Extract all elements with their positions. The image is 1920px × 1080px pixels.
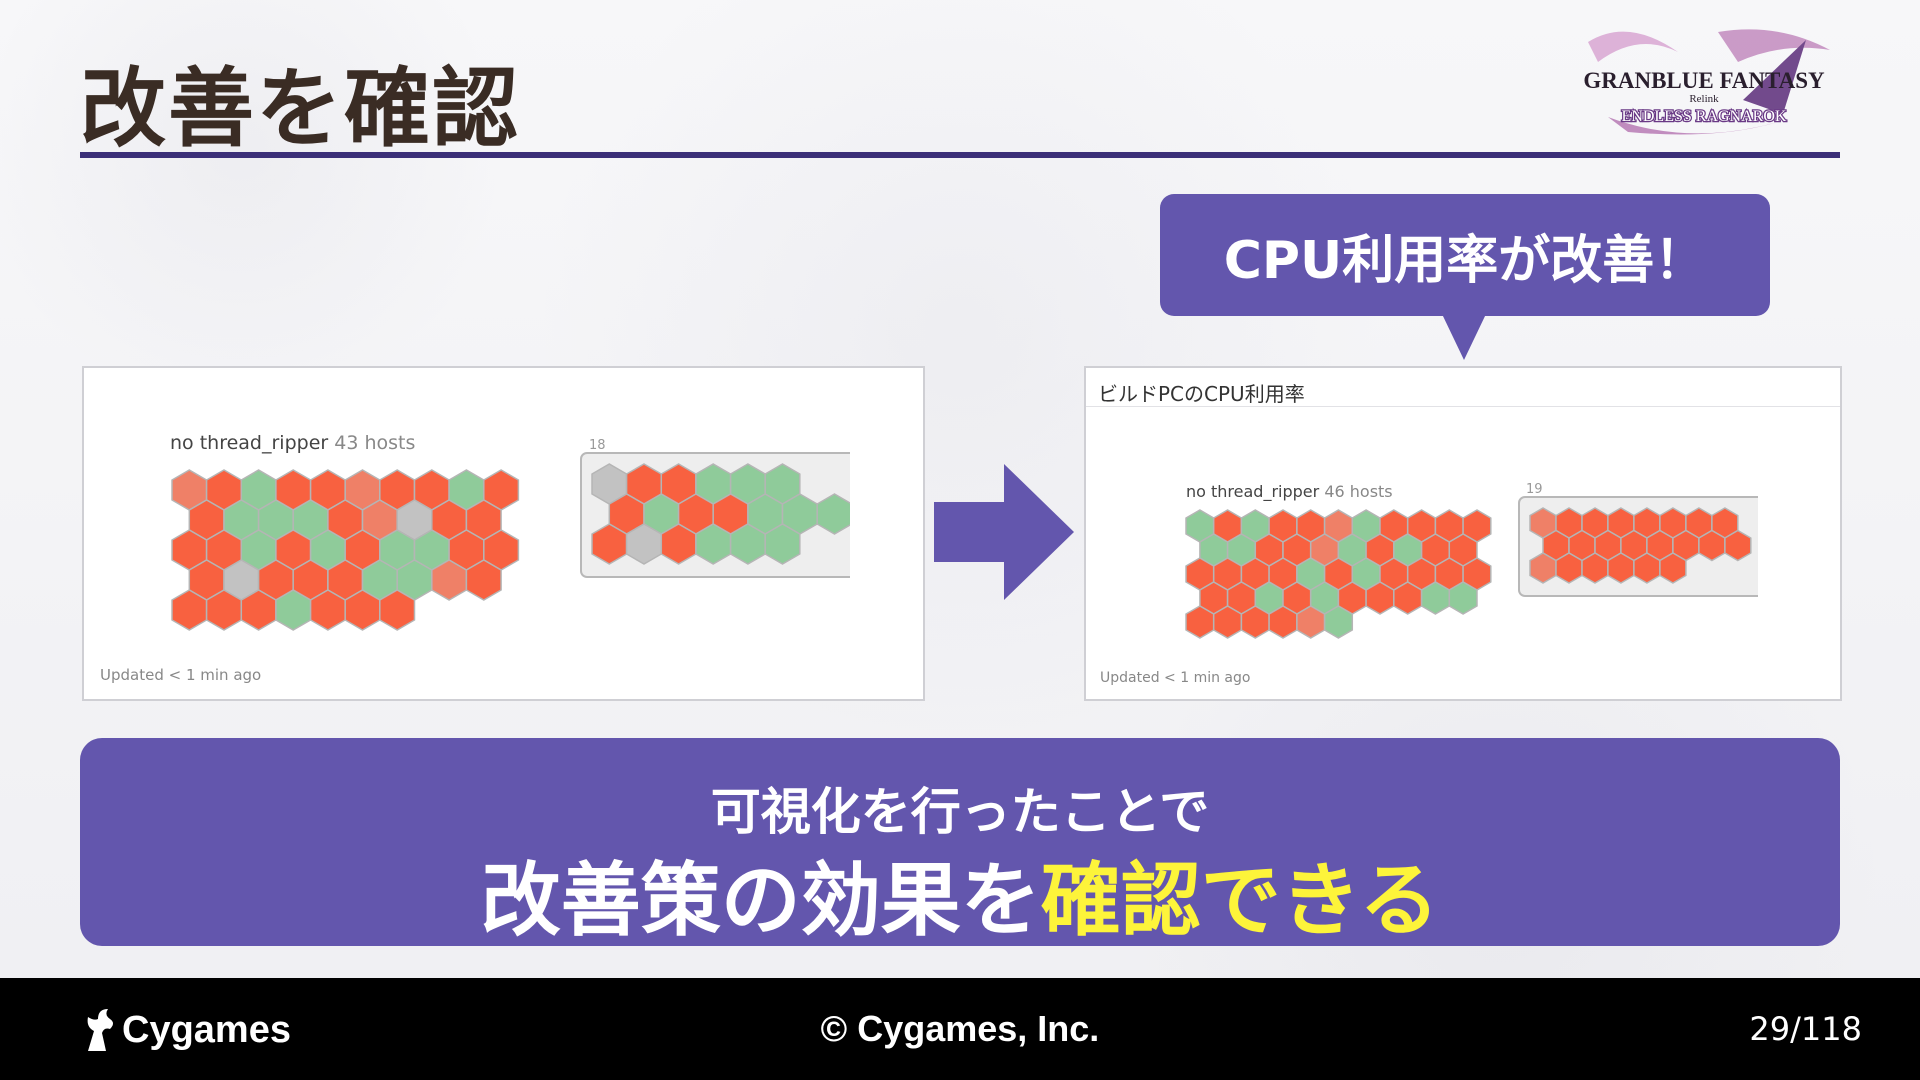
host-hexagon[interactable] xyxy=(764,523,801,565)
after-group-hosts: 46 hosts xyxy=(1324,482,1393,501)
host-hexagon[interactable] xyxy=(1659,552,1687,584)
granblue-fantasy-logo: GRANBLUE FANTASY Relink ENDLESS RAGNAROK xyxy=(1583,29,1830,135)
after-side-count: 19 xyxy=(1526,482,1543,497)
copyright: © Cygames, Inc. xyxy=(820,1008,1100,1049)
after-panel: ビルドPCのCPU利用率 no thread_ripper 46 hosts 1… xyxy=(1084,366,1842,701)
after-side-hostmap xyxy=(1518,496,1758,597)
after-group-label: no thread_ripper 46 hosts xyxy=(1186,482,1393,501)
logo-line3: ENDLESS RAGNAROK xyxy=(1622,108,1787,125)
host-hexagon[interactable] xyxy=(1268,605,1298,639)
host-hexagon[interactable] xyxy=(1448,581,1478,615)
banner-line1: 可視化を行ったことで xyxy=(710,783,1210,841)
host-hexagon[interactable] xyxy=(816,493,850,535)
before-side-hostmap xyxy=(580,452,850,578)
before-group-name: no thread_ripper xyxy=(170,432,329,454)
cygames-logo: Cygames xyxy=(80,1006,291,1054)
after-panel-title-divider xyxy=(1086,406,1840,407)
before-updated: Updated < 1 min ago xyxy=(100,666,262,684)
footer: Cygames © Cygames, Inc. 29/118 xyxy=(0,978,1920,1080)
title-divider xyxy=(80,152,1840,158)
logo-line2: Relink xyxy=(1689,93,1719,105)
host-hexagon[interactable] xyxy=(1698,529,1726,562)
page-title: 改善を確認 xyxy=(80,59,520,159)
host-hexagon[interactable] xyxy=(1724,529,1752,562)
host-hexagon[interactable] xyxy=(1240,605,1270,639)
host-hexagon[interactable] xyxy=(1529,552,1557,584)
host-hexagon[interactable] xyxy=(1296,605,1326,639)
banner-line2-normal: 改善策の効果を xyxy=(480,854,1041,947)
after-hostmap xyxy=(1185,509,1492,639)
host-hexagon[interactable] xyxy=(1323,605,1354,639)
host-hexagon[interactable] xyxy=(1607,552,1635,584)
host-hexagon[interactable] xyxy=(1633,552,1661,584)
banner-line2: 改善策の効果を確認できる xyxy=(80,836,1840,952)
page-number: 29/118 xyxy=(1749,1010,1862,1048)
before-hostmap xyxy=(171,469,520,631)
callout-tail xyxy=(1442,314,1486,360)
before-panel: no thread_ripper 43 hosts 18 Updated < 1… xyxy=(82,366,925,701)
banner-line2-highlight: 確認できる xyxy=(1040,854,1440,947)
host-hexagon[interactable] xyxy=(1365,581,1395,615)
host-hexagon[interactable] xyxy=(379,589,416,631)
logo-line1: GRANBLUE FANTASY xyxy=(1583,68,1825,93)
host-hexagon[interactable] xyxy=(1581,552,1609,584)
cygames-mark-icon xyxy=(87,1009,113,1051)
summary-banner: 可視化を行ったことで 改善策の効果を確認できる xyxy=(80,738,1840,947)
host-hexagon[interactable] xyxy=(465,559,502,601)
host-hexagon[interactable] xyxy=(1393,581,1423,615)
before-group-label: no thread_ripper 43 hosts xyxy=(170,432,415,454)
callout-bubble: CPU利用率が改善！ xyxy=(1160,194,1770,316)
before-group-hosts: 43 hosts xyxy=(334,432,416,454)
callout-text: CPU利用率が改善！ xyxy=(1223,230,1707,291)
right-arrow-icon xyxy=(934,464,1074,600)
host-hexagon[interactable] xyxy=(1185,605,1215,639)
host-hexagon[interactable] xyxy=(1212,605,1243,639)
after-updated: Updated < 1 min ago xyxy=(1100,670,1251,686)
host-hexagon[interactable] xyxy=(1555,552,1583,584)
after-group-name: no thread_ripper xyxy=(1186,482,1320,501)
host-hexagon[interactable] xyxy=(1420,581,1451,615)
cygames-logo-text: Cygames xyxy=(122,1008,291,1051)
after-panel-title: ビルドPCのCPU利用率 xyxy=(1098,382,1305,406)
before-side-count: 18 xyxy=(589,438,606,453)
